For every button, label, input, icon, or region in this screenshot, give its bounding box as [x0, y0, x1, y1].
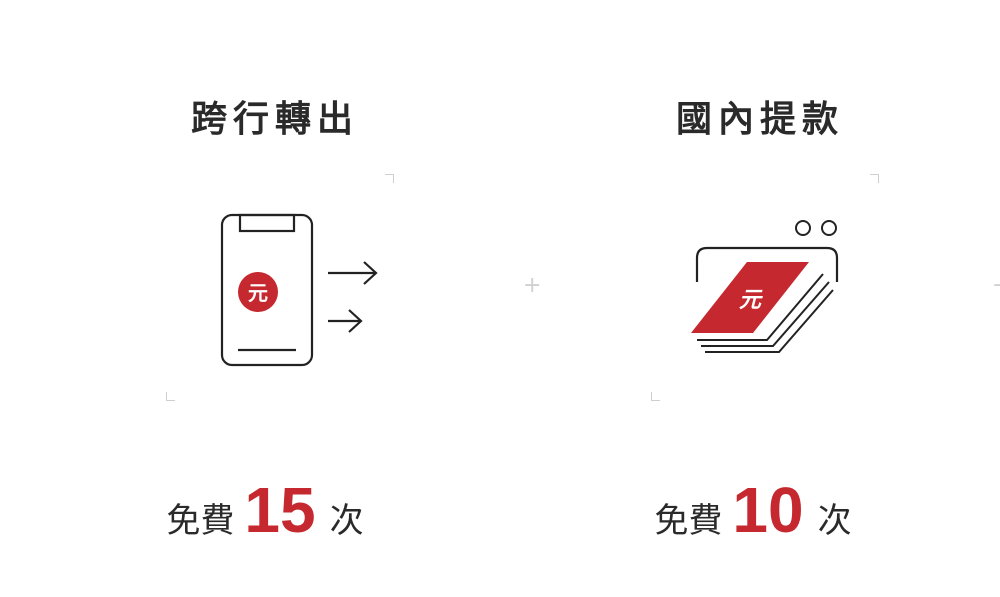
free-prefix-label: 免費 — [166, 501, 235, 541]
interbank-transfer-title: 跨行轉出 — [190, 98, 359, 140]
free-count-value: 10 — [732, 474, 804, 546]
frame-corner-top-right — [385, 174, 394, 183]
yuan-badge-text: 元 — [248, 281, 268, 305]
frame-corner-bottom-left — [166, 392, 175, 401]
center-plus-mark: + — [523, 273, 542, 298]
free-suffix-label: 次 — [817, 501, 852, 541]
interbank-transfer-illustration: 元 — [160, 170, 400, 405]
atm-cash-withdrawal-icon: 元 — [691, 220, 839, 353]
domestic-withdrawal-illustration: 元 — [645, 170, 885, 405]
phone-transfer-icon: 元 — [220, 213, 378, 367]
yuan-bill-text: 元 — [739, 288, 763, 313]
free-count-value: 15 — [244, 474, 316, 546]
frame-corner-top-right — [870, 174, 879, 183]
free-prefix-label: 免費 — [654, 501, 723, 541]
frame-corner-bottom-left — [651, 392, 660, 401]
domestic-withdrawal-title: 國內提款 — [675, 98, 844, 140]
edge-plus-mark: + — [992, 275, 1000, 297]
free-suffix-label: 次 — [329, 501, 364, 541]
